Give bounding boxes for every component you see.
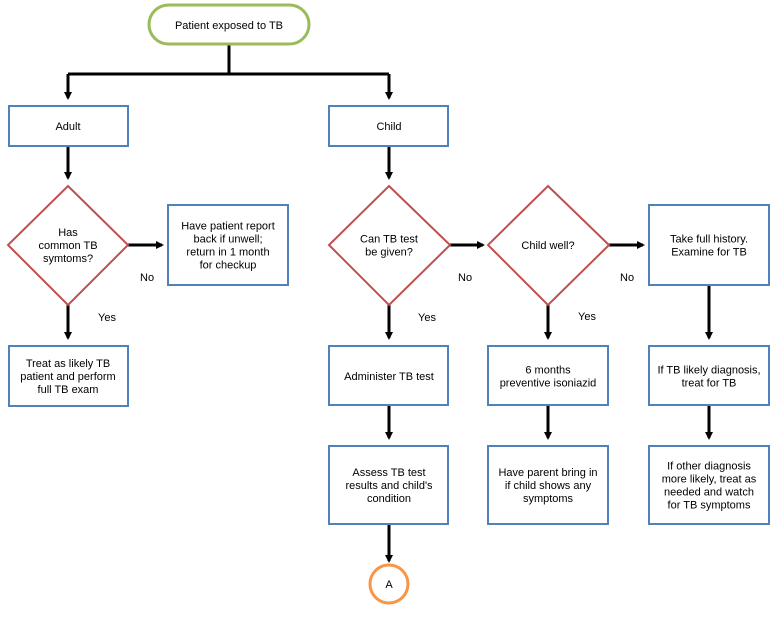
connector-a-line: A: [385, 579, 393, 591]
parent-bring-line: symptoms: [523, 493, 574, 505]
child-well-line: Child well?: [521, 240, 574, 252]
full-history-line: Examine for TB: [671, 247, 747, 259]
likely-treat-text: If TB likely diagnosis,treat for TB: [657, 365, 760, 390]
full-history-text: Take full history.Examine for TB: [670, 234, 748, 259]
report-back-line: return in 1 month: [186, 247, 269, 259]
parent-bring-line: Have parent bring in: [498, 467, 597, 479]
start-shape: [147, 3, 311, 46]
adult-symptoms-line: common TB: [38, 240, 97, 252]
label-well-no: No: [620, 272, 634, 284]
start-node: Patient exposed to TB: [147, 3, 311, 46]
child-well-decision: Child well?: [486, 184, 611, 307]
label-adult-no: No: [140, 272, 154, 284]
administer-text: Administer TB test: [344, 371, 434, 383]
treat-adult-line: patient and perform: [20, 371, 115, 383]
adult-box: Adult: [8, 105, 129, 147]
full-history-line: Take full history.: [670, 234, 748, 246]
child-box: Child: [328, 105, 449, 147]
can-test-line: be given?: [365, 247, 413, 259]
likely-treat-line: treat for TB: [682, 378, 737, 390]
other-diag-line: If other diagnosis: [667, 461, 751, 473]
label-test-yes: Yes: [418, 312, 436, 324]
other-diag-line: more likely, treat as: [662, 474, 757, 486]
assess-line: results and child's: [345, 480, 433, 492]
adult-symptoms-line: Has: [58, 227, 78, 239]
likely-treat-box: If TB likely diagnosis,treat for TB: [648, 345, 770, 406]
isoniazid-line: 6 months: [525, 365, 571, 377]
label-test-no: No: [458, 272, 472, 284]
child-text: Child: [376, 121, 401, 133]
report-back-line: back if unwell;: [193, 234, 262, 246]
label-adult-yes: Yes: [98, 312, 116, 324]
child-line: Child: [376, 121, 401, 133]
label-well-yes: Yes: [578, 311, 596, 323]
edges: [64, 44, 713, 563]
connector-a-text: A: [385, 579, 393, 591]
administer-line: Administer TB test: [344, 371, 434, 383]
edge-labels: No Yes No Yes No Yes: [98, 272, 634, 324]
other-diag-line: needed and watch: [664, 487, 754, 499]
report-back-line: Have patient report: [181, 221, 275, 233]
child-well-text: Child well?: [521, 240, 574, 252]
connector-a: A: [368, 563, 410, 605]
full-history-box: Take full history.Examine for TB: [648, 204, 770, 286]
assess-line: Assess TB test: [352, 467, 425, 479]
treat-adult-line: Treat as likely TB: [26, 358, 110, 370]
adult-text: Adult: [55, 121, 80, 133]
start-text: Patient exposed to TB: [175, 20, 283, 32]
isoniazid-line: preventive isoniazid: [500, 378, 597, 390]
start-line: Patient exposed to TB: [175, 20, 283, 32]
report-back-line: for checkup: [200, 260, 257, 272]
adult-symptoms-line: symtoms?: [43, 253, 93, 265]
assess-line: condition: [367, 493, 411, 505]
administer-box: Administer TB test: [328, 345, 449, 406]
adult-line: Adult: [55, 121, 80, 133]
likely-treat-line: If TB likely diagnosis,: [657, 365, 760, 377]
other-diag-line: for TB symptoms: [668, 500, 751, 512]
treat-adult-line: full TB exam: [38, 384, 99, 396]
parent-bring-line: if child shows any: [505, 480, 592, 492]
can-test-line: Can TB test: [360, 234, 418, 246]
